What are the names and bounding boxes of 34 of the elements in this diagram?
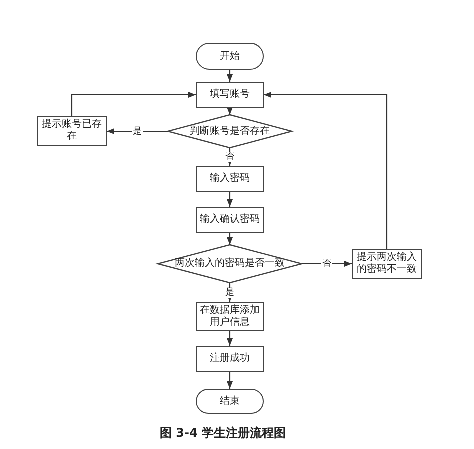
arrow: [226, 107, 234, 115]
arrow: [107, 128, 168, 135]
arrow: [226, 331, 234, 346]
arrow: [71, 92, 196, 116]
node-text: 注册成功: [209, 353, 251, 365]
process-box: [196, 166, 264, 192]
arrow: [226, 192, 234, 207]
edge-label: 否: [224, 152, 236, 162]
terminal-node: [196, 43, 264, 70]
process-box: [196, 82, 264, 108]
node-text: 提示账号已存在: [41, 119, 103, 143]
arrow: [226, 233, 234, 245]
edge-label: 否: [322, 259, 332, 269]
node-text: 填写账号: [209, 89, 251, 101]
node-text: 在数据库添加用户信息: [199, 304, 261, 328]
arrow: [226, 372, 234, 389]
caption: 图 3-4 学生注册流程图: [160, 425, 286, 442]
terminal-node: [196, 389, 264, 414]
arrow: [226, 70, 234, 82]
node-text: 判断账号是否存在: [189, 126, 271, 138]
node-text: 输入密码: [209, 173, 251, 185]
decision-diamond: [166, 114, 294, 149]
node-text: 开始: [219, 50, 241, 62]
edge-label: 是: [132, 126, 143, 136]
node-text: 两次输入的密码是否一致: [174, 258, 286, 270]
process-box: [196, 207, 264, 233]
node-text: 输入确认密码: [199, 214, 261, 226]
node-text: 结束: [219, 396, 241, 408]
decision-diamond: [156, 244, 304, 284]
arrow: [264, 92, 388, 249]
process-box: [196, 346, 264, 372]
edge-label: 是: [224, 288, 236, 298]
node-text: 提示两次输入的密码不一致: [356, 252, 418, 276]
arrow: [302, 260, 352, 268]
